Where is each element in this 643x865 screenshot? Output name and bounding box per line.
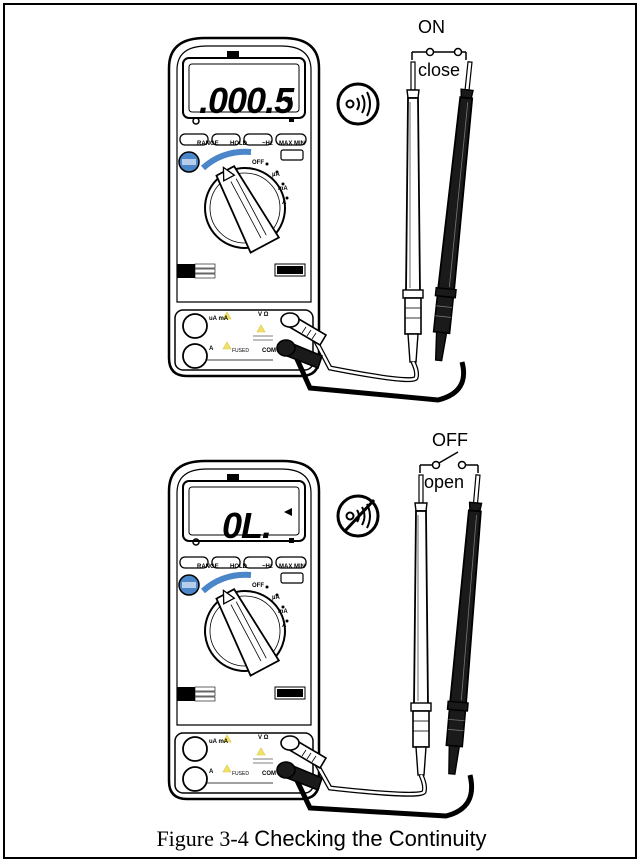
range-button-label: RANGE	[197, 141, 219, 147]
switch-action-close-label: close	[418, 60, 460, 80]
jack-v-label: V Ω	[258, 735, 269, 741]
bottom-lcd-battery-icon	[289, 538, 294, 543]
top-lcd-battery-icon	[289, 117, 294, 122]
bottom-lcd-reading: 0L.	[222, 505, 271, 546]
dial-a-label: A	[282, 200, 287, 206]
jack-a-label: A	[209, 346, 214, 352]
jack-v-label: V Ω	[258, 312, 269, 318]
maxmin-button-label: MAX MIN	[279, 564, 305, 570]
maxmin-button-label: MAX MIN	[279, 141, 305, 147]
dial-ua-label: µA	[272, 172, 280, 178]
bottom-panel: RANGE HOLD ~Hz MAX MIN OFF µA mA A uA mA…	[169, 430, 488, 816]
switch-state-on-label: ON	[418, 17, 445, 37]
bottom-white-probe	[411, 475, 431, 775]
caption-title: Checking the Continuity	[254, 826, 486, 851]
top-lcd-reading: .000.5	[199, 80, 295, 121]
hz-button-label: ~Hz	[262, 564, 273, 570]
switch-state-off-label: OFF	[432, 430, 468, 450]
jack-fused-label: FUSED	[232, 348, 249, 354]
hold-button-label: HOLD	[230, 564, 248, 570]
top-white-probe	[403, 62, 423, 362]
top-black-probe	[429, 61, 480, 361]
closed-switch: ON close	[412, 17, 466, 80]
jack-uama-label: uA mA	[209, 316, 229, 322]
dial-ma-label: mA	[278, 186, 288, 192]
dial-ua-label: µA	[272, 595, 280, 601]
jack-fused-label: FUSED	[232, 771, 249, 777]
jack-a-label: A	[209, 769, 214, 775]
bottom-black-probe	[442, 474, 488, 775]
jack-com-label: COM	[262, 348, 276, 354]
sound-waves-icon	[338, 84, 378, 124]
top-panel: RANGE HOLD ~Hz MAX MIN OFF µA mA A uA mA…	[169, 17, 480, 400]
dial-off-label: OFF	[252, 583, 264, 589]
switch-action-open-label: open	[424, 472, 464, 492]
jack-com-label: COM	[262, 771, 276, 777]
top-white-lead	[310, 330, 417, 380]
hz-button-label: ~Hz	[262, 141, 273, 147]
dial-off-label: OFF	[252, 160, 264, 166]
hold-button-label: HOLD	[230, 141, 248, 147]
sound-waves-crossed-icon	[338, 496, 378, 536]
jack-uama-label: uA mA	[209, 739, 229, 745]
dial-ma-label: mA	[278, 609, 288, 615]
bottom-white-lead	[310, 752, 425, 794]
range-button-label: RANGE	[197, 564, 219, 570]
caption-number: Figure 3-4	[156, 826, 248, 851]
dial-a-label: A	[282, 623, 287, 629]
figure-caption: Figure 3-4 Checking the Continuity	[0, 826, 643, 852]
open-switch: OFF open	[420, 430, 478, 492]
